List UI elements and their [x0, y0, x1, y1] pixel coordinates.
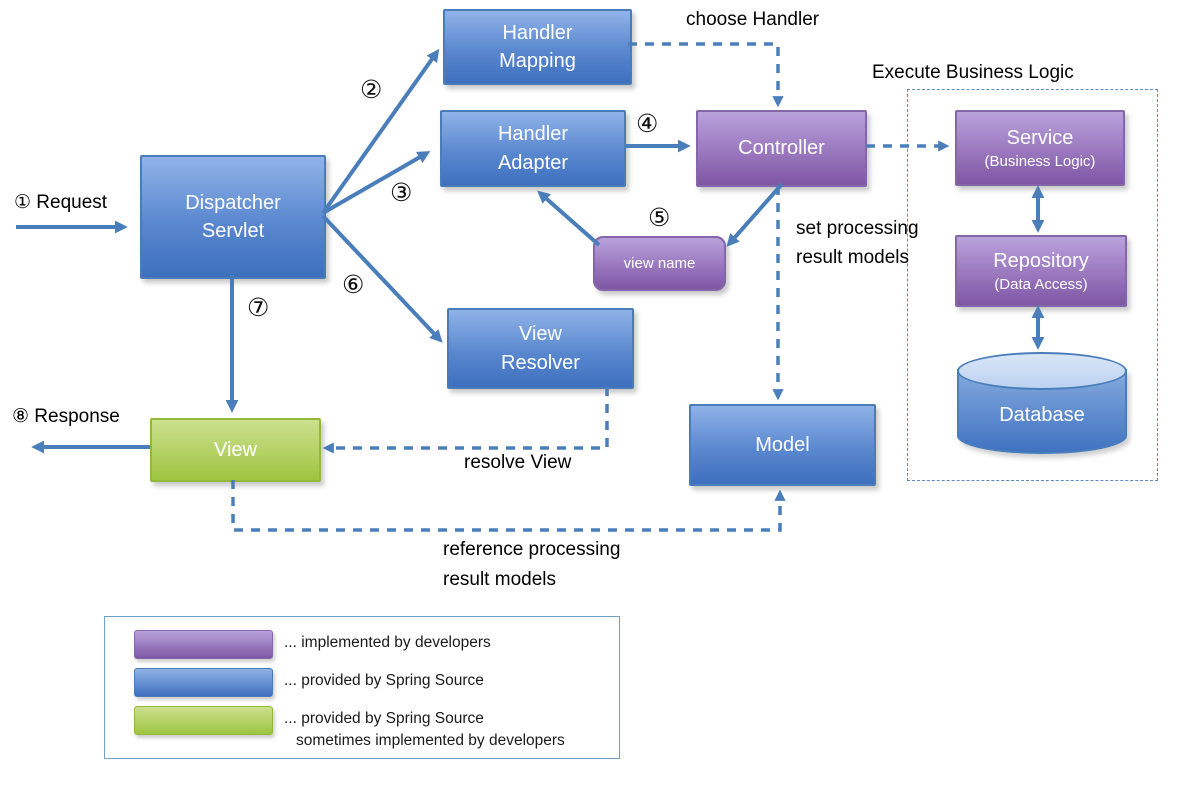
view-label: View: [214, 438, 257, 461]
model-label: Model: [755, 433, 810, 456]
set-processing-label-line1: set processing: [796, 218, 919, 239]
legend: ... implemented by developers ... provid…: [104, 616, 620, 759]
view-resolver-label: View: [519, 323, 562, 346]
service-sublabel: (Business Logic): [984, 152, 1096, 170]
dispatcher-to-view-resolver-arrow: [321, 214, 443, 343]
legend-swatch-purple: [134, 630, 273, 659]
view-name-box: view name: [593, 236, 726, 291]
step-7-badge: ⑦: [247, 294, 270, 322]
legend-swatch-blue: [134, 668, 273, 697]
legend-label-green: ... provided by Spring Source: [284, 710, 484, 727]
dispatcher-servlet-label: Dispatcher: [185, 191, 281, 214]
database-cylinder-top: [957, 352, 1127, 390]
repository-label: Repository: [993, 250, 1089, 273]
controller-box: Controller: [696, 110, 867, 187]
execute-business-logic-region: [907, 89, 1158, 481]
execute-business-logic-label: Execute Business Logic: [872, 62, 1074, 83]
controller-to-view-name-arrow: [726, 182, 784, 247]
handler-mapping-label: Handler: [502, 21, 573, 44]
service-label: Service: [1006, 127, 1074, 150]
legend-label-blue: ... provided by Spring Source: [284, 672, 484, 689]
view-resolver-box: View Resolver: [447, 308, 634, 389]
view-to-model-dashed: [231, 480, 786, 532]
handler-mapping-box: Handler Mapping: [443, 9, 632, 85]
controller-label: Controller: [738, 137, 825, 160]
view-resolver-to-view-dashed: [322, 387, 609, 454]
request-label: ① Request: [14, 192, 108, 213]
service-box: Service (Business Logic): [955, 110, 1125, 186]
response-label: ⑧ Response: [12, 406, 120, 427]
choose-handler-label: choose Handler: [686, 9, 820, 30]
resolve-view-label: resolve View: [464, 452, 572, 473]
handler-adapter-label: Handler: [497, 123, 569, 146]
repository-box: Repository (Data Access): [955, 235, 1127, 307]
view-name-label: view name: [623, 254, 696, 272]
legend-label-green-line2: sometimes implemented by developers: [296, 732, 565, 749]
model-box: Model: [689, 404, 876, 486]
repository-sublabel: (Data Access): [994, 275, 1088, 293]
legend-label-purple: ... implemented by developers: [284, 634, 491, 651]
reference-processing-label-line2: result models: [443, 569, 556, 590]
step-2-badge: ②: [360, 76, 383, 104]
dispatcher-servlet-box: Dispatcher Servlet: [140, 155, 326, 279]
step-6-badge: ⑥: [342, 271, 365, 299]
step-4-badge: ④: [636, 110, 659, 138]
dispatcher-servlet-label2: Servlet: [201, 220, 265, 242]
handler-mapping-to-controller-dashed: [628, 42, 784, 108]
view-name-to-handler-adapter-arrow: [537, 190, 601, 247]
view-resolver-label2: Resolver: [501, 351, 580, 374]
view-box: View: [150, 418, 321, 482]
step-5-badge: ⑤: [648, 204, 671, 232]
step-3-badge: ③: [390, 179, 413, 207]
database-label: Database: [999, 404, 1085, 427]
set-processing-label-line2: result models: [796, 247, 909, 268]
database-cylinder: Database: [957, 352, 1127, 456]
handler-mapping-label2: Mapping: [499, 50, 576, 72]
legend-swatch-green: [134, 706, 273, 735]
handler-adapter-label2: Adapter: [497, 151, 569, 174]
handler-adapter-box: Handler Adapter: [440, 110, 626, 187]
reference-processing-label-line1: reference processing: [443, 539, 621, 560]
